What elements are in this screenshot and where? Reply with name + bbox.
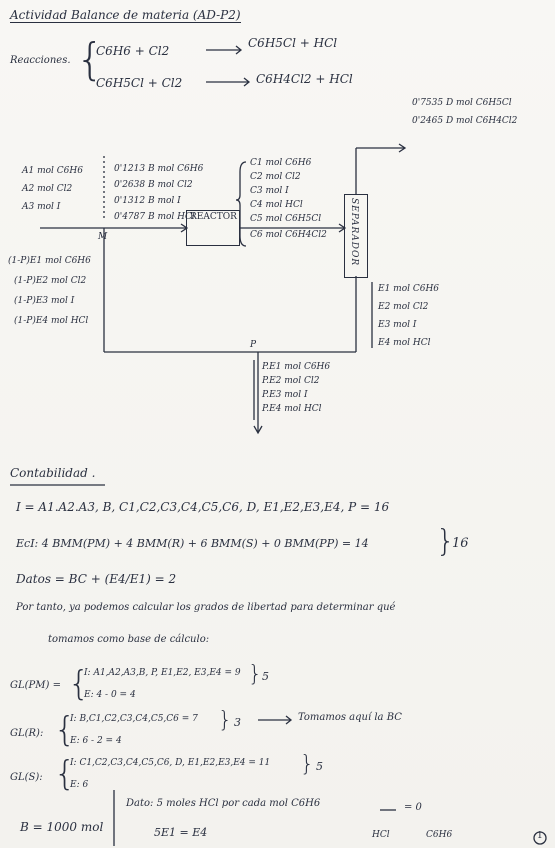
reactor-out-1: C1 mol C6H6 <box>250 158 312 168</box>
reactor-out-2: C2 mol Cl2 <box>250 172 301 182</box>
feed-value-2: 0'2638 B mol Cl2 <box>114 180 193 190</box>
feed-value-4: 0'4787 B mol HCl <box>114 212 195 222</box>
gl-pm-result-brace: } <box>248 662 262 687</box>
mixer-label: M <box>98 232 108 242</box>
mixer-to-reactor-arrowhead <box>180 223 189 233</box>
gl-pm-label: GL(PM) = <box>10 680 61 691</box>
fraction-denominator-label: C6H6 <box>426 830 453 840</box>
paragraph-line-1: Por tanto, ya podemos calcular los grado… <box>16 602 396 613</box>
gl-pm-result: 5 <box>262 670 269 683</box>
gl-r-note: Tomamos aquí la BC <box>298 712 402 723</box>
gl-s-brace: { <box>54 754 76 794</box>
separator-out-2: E2 mol Cl2 <box>378 302 429 312</box>
reaction-1-arrowhead <box>235 45 243 55</box>
gl-pm-ecuaciones: E: 4 - 0 = 4 <box>84 690 136 700</box>
recycle-label-4: (1-P)E4 mol HCl <box>14 316 89 326</box>
feed-value-3: 0'1312 B mol I <box>114 196 181 206</box>
dato-line-1: Dato: 5 moles HCl por cada mol C6H6 <box>126 798 321 809</box>
purge-out-4: P.E4 mol HCl <box>262 404 322 414</box>
separator-out-4: E4 mol HCl <box>378 338 431 348</box>
gl-s-incognitas: I: C1,C2,C3,C4,C5,C6, D, E1,E2,E3,E4 = 1… <box>70 758 271 768</box>
purge-out-2: P.E2 mol Cl2 <box>262 376 320 386</box>
gl-r-result: 3 <box>234 716 241 729</box>
page-title: Actividad Balance de materia (AD-P2) <box>10 8 241 23</box>
reactor-out-brace <box>235 161 247 247</box>
reactor-label: REACTOR <box>190 212 237 222</box>
reaction-2-left: C6H5Cl + Cl2 <box>96 76 183 90</box>
reaction-2-right: C6H4Cl2 + HCl <box>256 72 353 86</box>
gl-pm-incognitas: I: A1,A2,A3,B, P, E1,E2, E3,E4 = 9 <box>84 668 241 678</box>
reaction-2-arrowhead <box>243 77 251 87</box>
reactor-out-6: C6 mol C6H4Cl2 <box>250 230 327 240</box>
purge-label: P <box>250 340 257 350</box>
gl-r-arrowhead <box>285 715 293 725</box>
fraction-numerator-label: HCl <box>372 830 390 840</box>
gl-r-result-brace: } <box>218 708 232 733</box>
top-output-1: 0'7535 D mol C6H5Cl <box>412 98 512 108</box>
page-number-circle <box>533 831 547 845</box>
purge-arrowhead <box>253 425 263 435</box>
recycle-label-1: (1-P)E1 mol C6H6 <box>8 256 91 266</box>
feed-value-1: 0'1213 B mol C6H6 <box>114 164 204 174</box>
base-calculo: B = 1000 mol <box>20 820 104 834</box>
page-number: 1 <box>537 831 543 841</box>
feed-label-2: A2 mol Cl2 <box>22 184 73 194</box>
gl-r-label: GL(R): <box>10 728 44 739</box>
equations-line: EcI: 4 BMM(PM) + 4 BMM(R) + 6 BMM(S) + 0… <box>16 537 369 550</box>
top-output-2: 0'2465 D mol C6H4Cl2 <box>412 116 518 126</box>
separator-out-3: E3 mol I <box>378 320 417 330</box>
reactor-out-3: C3 mol I <box>250 186 289 196</box>
feed-label-3: A3 mol I <box>22 202 61 212</box>
datos-line: Datos = BC + (E4/E1) = 2 <box>16 572 177 586</box>
gl-s-result: 5 <box>316 760 323 773</box>
dato-line-2: 5E1 = E4 <box>154 826 208 839</box>
contabilidad-title: Contabilidad . <box>10 466 96 480</box>
reactions-label: Reacciones. <box>10 55 71 66</box>
separator-top-arrowhead <box>398 143 407 153</box>
separator-label: SEPARADOR <box>349 198 359 267</box>
reactor-out-5: C5 mol C6H5Cl <box>250 214 322 224</box>
gl-r-brace: { <box>54 710 76 750</box>
reactor-out-4: C4 mol HCl <box>250 200 303 210</box>
gl-pm-brace: { <box>68 664 90 704</box>
separator-box <box>344 194 368 278</box>
equations-brace: } <box>436 524 456 559</box>
separator-out-1: E1 mol C6H6 <box>378 284 440 294</box>
fraction-eq: = 0 <box>404 802 422 813</box>
gl-r-ecuaciones: E: 6 - 2 = 4 <box>70 736 122 746</box>
equations-brace-result: 16 <box>452 536 469 551</box>
reaction-1-right: C6H5Cl + HCl <box>248 36 338 50</box>
gl-s-result-brace: } <box>300 752 314 777</box>
recycle-label-2: (1-P)E2 mol Cl2 <box>14 276 87 286</box>
recycle-label-3: (1-P)E3 mol I <box>14 296 75 306</box>
paragraph-line-2: tomamos como base de cálculo: <box>48 634 210 645</box>
gl-r-incognitas: I: B,C1,C2,C3,C4,C5,C6 = 7 <box>70 714 198 724</box>
gl-s-ecuaciones: E: 6 <box>70 780 89 790</box>
reactor-box <box>186 210 240 246</box>
reaction-1-left: C6H6 + Cl2 <box>96 44 170 58</box>
purge-out-1: P.E1 mol C6H6 <box>262 362 331 372</box>
feed-label-1: A1 mol C6H6 <box>22 166 83 176</box>
purge-out-3: P.E3 mol I <box>262 390 308 400</box>
gl-s-label: GL(S): <box>10 772 43 783</box>
reactions-brace: { <box>76 34 104 85</box>
variables-line: I = A1.A2.A3, B, C1,C2,C3,C4,C5,C6, D, E… <box>16 500 390 514</box>
reactor-to-separator-arrowhead <box>338 223 347 233</box>
